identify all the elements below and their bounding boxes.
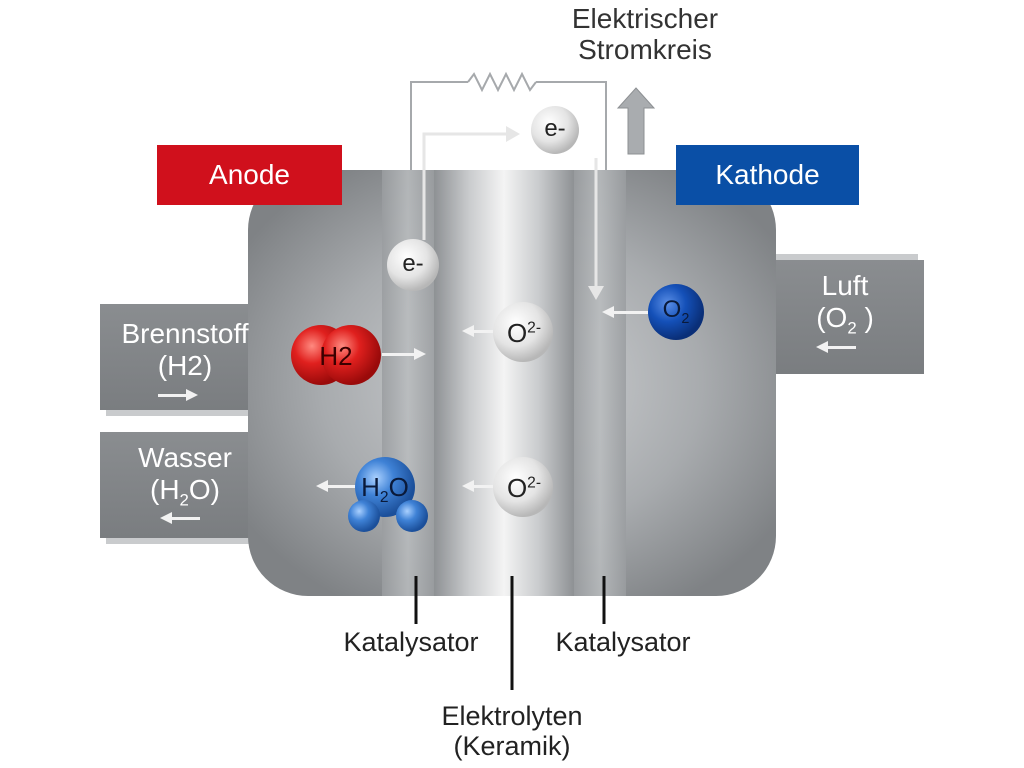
air-inlet-label: Luft (O2 ) [790,270,900,338]
water-outlet-line2: (H2O) [150,474,220,510]
o2-molecule [648,284,704,340]
water-molecule [348,457,428,532]
circuit-title-line1: Elektrischer [571,3,719,34]
callout-lines [414,576,606,690]
water-text: H2O [361,472,409,507]
electrolyte-line1: Elektrolyten [441,701,583,731]
h2-molecule [291,325,381,385]
catalyst-right-label: Katalysator [555,627,691,657]
kathode-label: Kathode [676,145,859,205]
water-outlet-line1: Wasser [138,442,232,473]
electrolyte-layer [434,170,574,596]
oxide-ion-upper-text: O2- [506,318,542,348]
oxide-ion-lower [493,457,553,517]
electrolyte-line2: (Keramik) [453,730,571,761]
electron-flow-arrows [422,132,598,288]
oxide-ion-lower-text: O2- [506,473,542,503]
cathode-catalyst-layer [574,170,626,596]
air-inlet-line2: (O2 ) [816,302,874,338]
electrolyte-label: Elektrolyten (Keramik) [420,701,604,761]
arrow-up-icon [616,87,656,155]
fuel-inlet-pipe [100,304,276,416]
fuel-inlet-line1: Brennstoff [121,318,249,349]
oxide-ion-upper [493,302,553,362]
air-inlet-line1: Luft [821,270,869,301]
anode-catalyst-layer [382,170,434,596]
circuit-title: Elektrischer Stromkreis [540,3,750,66]
electron-anode-text: e- [402,250,424,277]
electron-top-ball [531,106,579,154]
electron-top-text: e- [544,115,566,142]
water-outlet-pipe [100,432,276,544]
catalyst-left-label: Katalysator [343,627,479,657]
resistor-icon [467,71,537,93]
h2-text: H2 [319,341,353,371]
arrow-right-icon [506,126,520,142]
fuel-inlet-label: Brennstoff (H2) [100,318,270,382]
arrow-down-icon [588,286,604,300]
circuit-title-line2: Stromkreis [578,33,712,65]
fuel-inlet-line2: (H2) [157,350,213,382]
electron-anode-ball [387,239,439,291]
electric-circuit [410,71,607,170]
water-outlet-label: Wasser (H2O) [100,442,270,510]
o2-text: O2 [662,296,690,327]
anode-label: Anode [157,145,342,205]
flow-arrows [158,306,856,524]
